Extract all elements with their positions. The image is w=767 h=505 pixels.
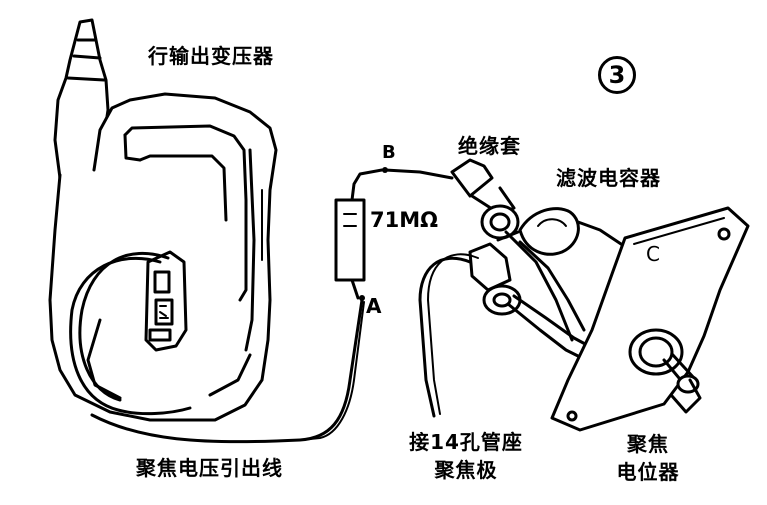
figure-number: 3 [598,56,636,94]
resistor [334,168,384,300]
label-pot-terminal: C [646,242,660,266]
label-point-a: A [366,294,382,318]
lead-b-to-sleeve [383,168,454,180]
label-filter-capacitor: 滤波电容器 [556,166,661,190]
tube-socket-connector [418,242,522,418]
label-insulating-sleeve: 绝缘套 [458,134,521,158]
insulating-sleeve [450,158,520,240]
label-focus-pot-line1: 聚焦 [627,432,669,456]
point-a-dot [359,295,365,301]
tube-socket-wire [418,256,472,418]
filter-capacitor [496,207,632,256]
label-resistor-value: 71MΩ [370,208,438,232]
flyback-transformer [48,18,278,422]
label-focus-voltage-lead: 聚焦电压引出线 [136,456,283,480]
label-tube-socket-line2: 聚焦极 [434,458,498,482]
focus-potentiometer [550,206,750,432]
label-point-b: B [382,142,396,163]
label-flyback-transformer: 行输出变压器 [148,44,274,68]
label-tube-socket-line1: 接14孔管座 [409,430,523,454]
label-focus-pot-line2: 电位器 [616,460,680,484]
lead-to-a [90,298,364,444]
pot-mounting-plate [550,206,750,432]
